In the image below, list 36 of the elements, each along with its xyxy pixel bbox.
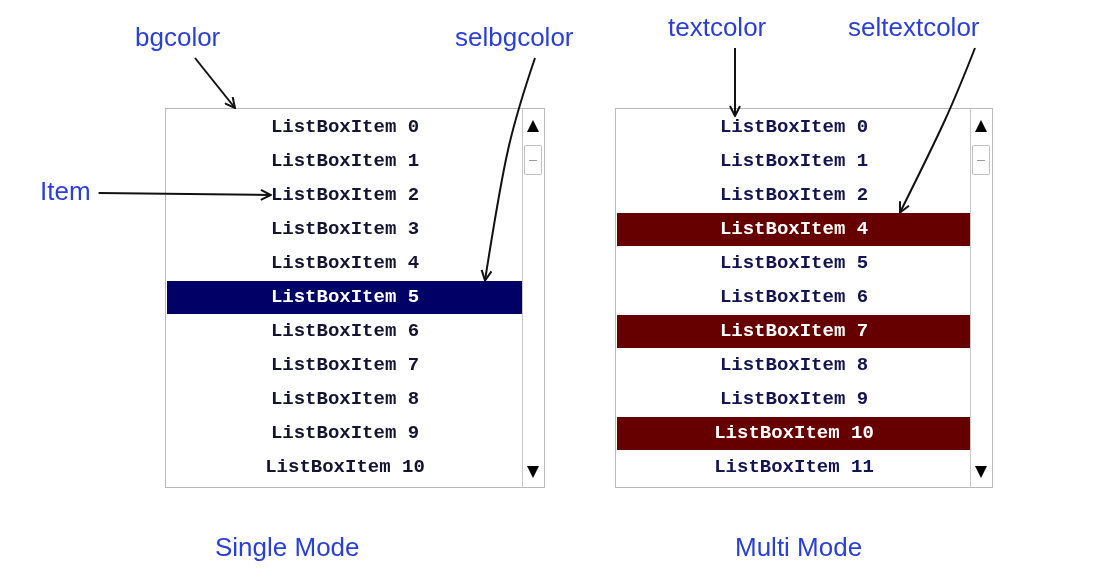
selected-list-item: ListBoxItem 5 [167, 280, 523, 314]
list-item: ListBoxItem 2 [270, 184, 420, 206]
annotation-label: seltextcolor [848, 12, 980, 42]
annotation-label: Item [40, 176, 91, 206]
list-item: ListBoxItem 2 [719, 184, 869, 206]
list-item: ListBoxItem 5 [719, 252, 869, 274]
list-item: ListBoxItem 3 [270, 218, 420, 240]
selected-list-item: ListBoxItem 4 [617, 212, 971, 246]
list-box [165, 108, 545, 488]
list-item: ListBoxItem 6 [270, 320, 420, 342]
list-item: ListBoxItem 8 [719, 354, 869, 376]
list-item: ListBoxItem 8 [270, 388, 420, 410]
list-item: ListBoxItem 1 [719, 150, 869, 172]
caption: Single Mode [215, 532, 360, 562]
list-item: ListBoxItem 11 [714, 456, 874, 478]
list-item: ListBoxItem 4 [270, 252, 420, 274]
arrow [97, 188, 272, 201]
arrow [194, 57, 236, 109]
selected-list-item: ListBoxItem 7 [617, 314, 971, 348]
caption: Multi Mode [735, 532, 863, 562]
annotation-label: textcolor [668, 12, 767, 42]
list-item: ListBoxItem 9 [719, 388, 869, 410]
list-item: ListBoxItem 1 [270, 150, 420, 172]
selected-list-item: ListBoxItem 10 [617, 416, 971, 450]
annotation-label: selbgcolor [455, 22, 574, 52]
list-item: ListBoxItem 9 [270, 422, 420, 444]
list-item: ListBoxItem 0 [270, 116, 420, 138]
annotation-label: bgcolor [135, 22, 221, 52]
list-box [615, 108, 993, 488]
arrow [480, 57, 536, 282]
list-item: ListBoxItem 0 [719, 116, 869, 138]
list-item: ListBoxItem 10 [265, 456, 425, 478]
list-item: ListBoxItem 6 [719, 286, 869, 308]
list-item: ListBoxItem 7 [270, 354, 420, 376]
arrow [729, 47, 741, 117]
arrow [899, 47, 976, 214]
